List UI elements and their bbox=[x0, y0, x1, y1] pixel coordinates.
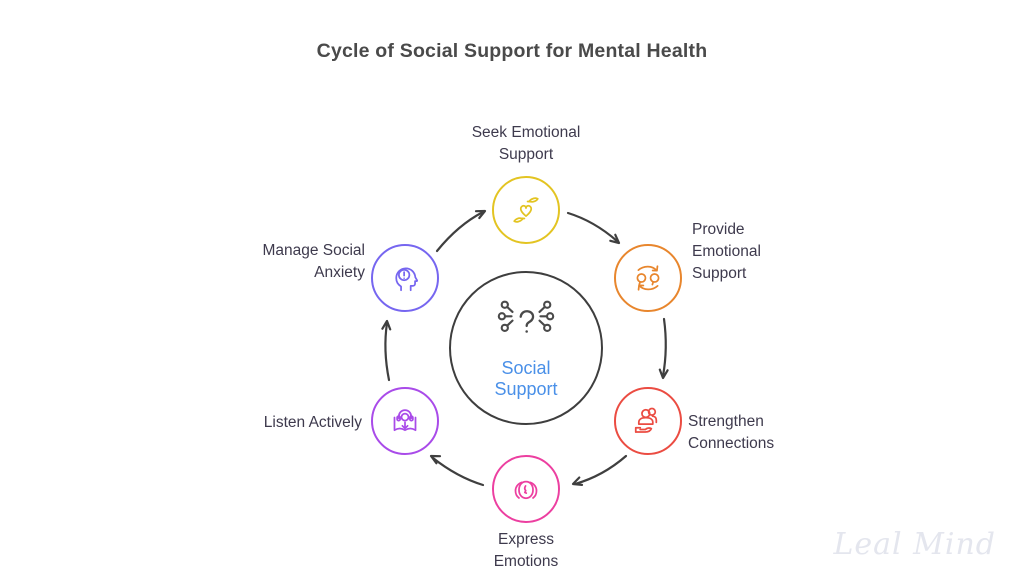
arrowhead-seek-to-provide bbox=[609, 233, 621, 245]
arrowhead-provide-to-strengthen bbox=[658, 368, 669, 380]
node-express-circle bbox=[492, 455, 560, 523]
arrowhead-express-to-listen bbox=[429, 454, 442, 465]
node-provide-circle bbox=[614, 244, 682, 312]
arrow-provide-to-strengthen bbox=[661, 317, 667, 378]
node-strengthen-circle bbox=[614, 387, 682, 455]
page-title: Cycle of Social Support for Mental Healt… bbox=[316, 40, 708, 62]
node-seek-label: Seek Emotional Support bbox=[471, 124, 581, 163]
node-manage-label: Manage Social Anxiety bbox=[262, 242, 365, 281]
arrowhead-listen-to-manage bbox=[381, 319, 392, 331]
conversation-exchange-icon bbox=[636, 265, 660, 291]
node-provide bbox=[614, 244, 682, 312]
node-listen-label: Listen Actively bbox=[263, 414, 362, 431]
center-hub-circle: Social Support bbox=[449, 271, 603, 425]
node-provide-label: Provide Emotional Support bbox=[692, 221, 761, 282]
node-strengthen bbox=[614, 387, 682, 455]
node-express bbox=[492, 455, 560, 523]
overlapping-faces-icon bbox=[514, 480, 538, 500]
question-network-icon bbox=[497, 300, 555, 333]
node-manage bbox=[371, 244, 439, 312]
arrow-manage-to-seek bbox=[435, 210, 485, 253]
node-listen-circle bbox=[371, 387, 439, 455]
node-listen bbox=[371, 387, 439, 455]
node-seek bbox=[492, 176, 560, 244]
watermark: Leal Mind bbox=[833, 527, 996, 562]
head-alert-icon bbox=[395, 267, 419, 292]
node-manage-circle bbox=[371, 244, 439, 312]
arrowhead-manage-to-seek bbox=[474, 209, 487, 220]
people-on-hand-icon bbox=[634, 407, 658, 433]
node-seek-circle bbox=[492, 176, 560, 244]
arrowhead-strengthen-to-express bbox=[571, 476, 584, 486]
audiobook-headphones-icon bbox=[393, 409, 417, 432]
arrow-listen-to-manage bbox=[384, 321, 391, 382]
node-strengthen-label: Strengthen Connections bbox=[688, 413, 775, 452]
center-hub-label: Social Support bbox=[494, 357, 558, 399]
hands-heart-icon bbox=[513, 197, 539, 223]
arrow-express-to-listen bbox=[431, 456, 485, 487]
arrow-strengthen-to-express bbox=[573, 454, 628, 486]
node-express-label: Express Emotions bbox=[493, 531, 559, 570]
arrow-seek-to-provide bbox=[566, 211, 619, 243]
